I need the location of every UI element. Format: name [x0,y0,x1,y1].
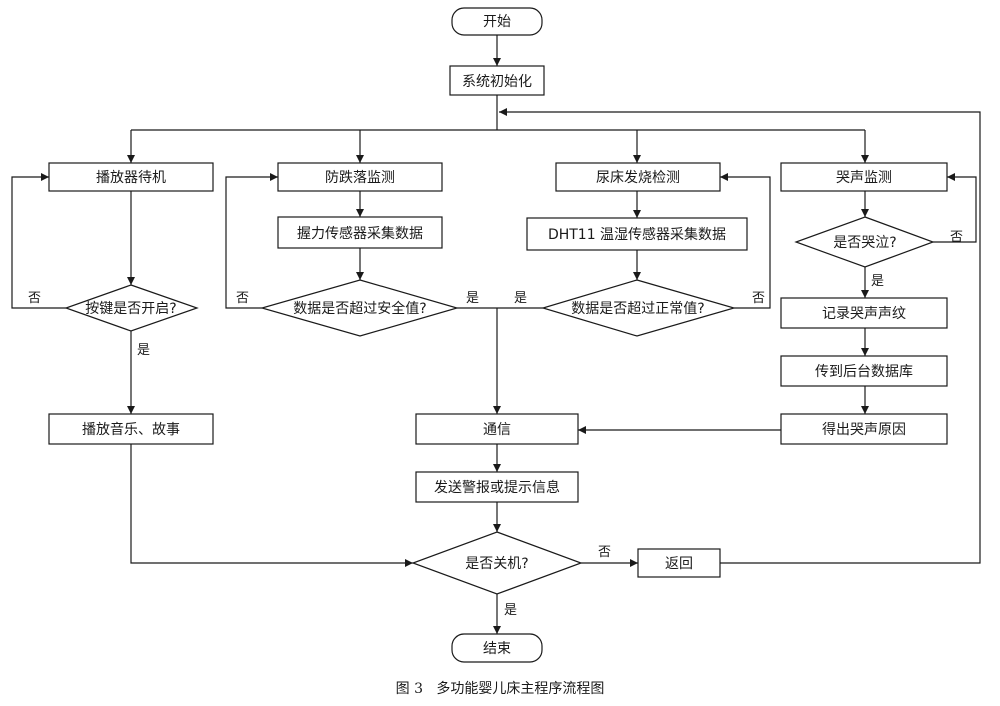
record-voiceprint-label: 记录哭声声纹 [822,306,906,322]
label-safe-no: 否 [236,291,249,306]
cry-monitor-label: 哭声监测 [836,170,892,186]
end-label: 结束 [483,641,511,657]
label-key-yes: 是 [137,343,150,358]
over-normal-label: 数据是否超过正常值? [571,301,704,317]
grip-sensor-node: 握力传感器采集数据 [277,216,443,249]
comm-node: 通信 [415,413,579,445]
cry-monitor-node: 哭声监测 [780,162,948,192]
crying-label: 是否哭泣? [833,235,896,251]
send-alert-label: 发送警报或提示信息 [434,479,560,496]
over-safe-label: 数据是否超过安全值? [293,300,426,317]
shutdown-label: 是否关机? [465,556,528,572]
label-shutdown-no: 否 [598,545,611,560]
nodes: 开始 系统初始化 播放器待机 防跌落监测 尿床发烧检测 哭声监测 握力传感器采集… [48,7,948,663]
play-music-node: 播放音乐、故事 [48,413,214,445]
start-node: 开始 [451,7,543,36]
label-cry-yes: 是 [871,274,884,289]
figure-caption: 图 3 多功能婴儿床主程序流程图 [396,680,605,697]
label-cry-no: 否 [950,230,963,245]
player-standby-label: 播放器待机 [96,170,166,186]
label-safe-yes: 是 [466,291,479,306]
over-normal-decision: 数据是否超过正常值? [540,279,737,337]
edge-safeq-no [225,173,278,309]
bedwet-detect-node: 尿床发烧检测 [555,162,721,192]
fall-monitor-node: 防跌落监测 [277,162,443,192]
key-on-decision: 按键是否开启? [64,284,199,332]
bedwet-detect-label: 尿床发烧检测 [596,170,680,186]
label-shutdown-yes: 是 [504,603,517,618]
edge-normalq-no [720,173,771,309]
edge-return-loop [499,108,981,564]
record-voiceprint-node: 记录哭声声纹 [780,297,948,329]
edge-music-shutdown [130,444,413,567]
upload-db-label: 传到后台数据库 [815,364,913,380]
comm-label: 通信 [483,422,511,438]
dht11-sensor-label: DHT11 温湿传感器采集数据 [548,226,726,243]
edge-keyq-no [11,173,66,309]
return-node: 返回 [637,548,721,578]
end-node: 结束 [451,633,543,663]
player-standby-node: 播放器待机 [48,162,214,192]
start-label: 开始 [483,14,511,30]
play-music-label: 播放音乐、故事 [82,421,180,438]
key-on-label: 按键是否开启? [85,301,176,317]
label-normal-yes: 是 [514,291,527,306]
send-alert-node: 发送警报或提示信息 [415,471,579,503]
return-label: 返回 [665,556,693,572]
get-reason-label: 得出哭声原因 [822,421,906,438]
label-normal-no: 否 [752,291,765,306]
get-reason-node: 得出哭声原因 [780,413,948,445]
fall-monitor-label: 防跌落监测 [325,170,395,186]
label-key-no: 否 [28,291,41,306]
init-label: 系统初始化 [462,73,532,90]
grip-sensor-label: 握力传感器采集数据 [297,225,423,242]
over-safe-decision: 数据是否超过安全值? [259,279,460,337]
dht11-sensor-node: DHT11 温湿传感器采集数据 [526,217,748,251]
edges [11,35,981,634]
init-node: 系统初始化 [449,65,545,96]
edge-cryq-no [933,173,977,243]
crying-decision: 是否哭泣? [794,216,935,268]
shutdown-decision: 是否关机? [411,531,583,595]
upload-db-node: 传到后台数据库 [780,355,948,387]
edge-labels: 否 是 否 是 是 否 否 是 否 是 [28,230,963,618]
